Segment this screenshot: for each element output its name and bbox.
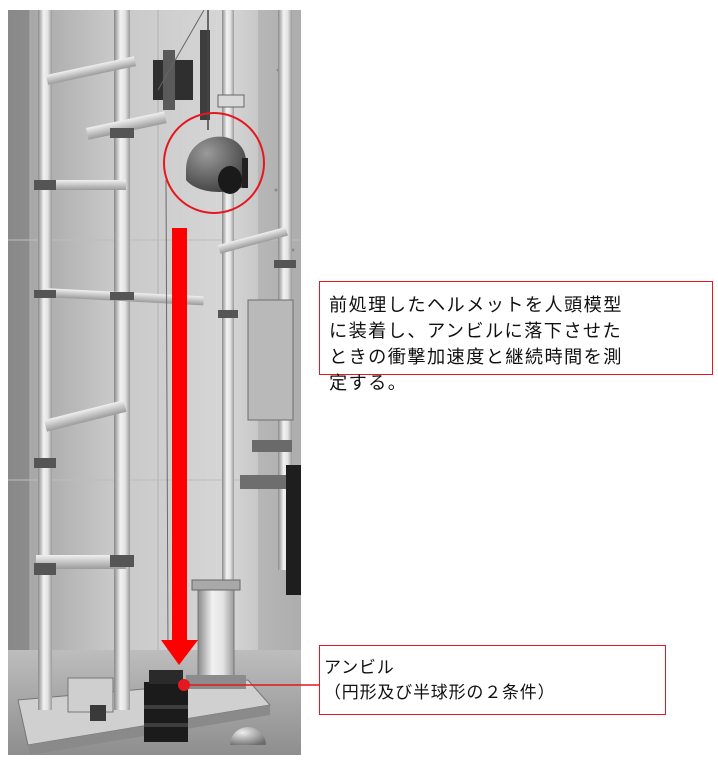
description-line-3: ときの衝撃加速度と継続時間を測 <box>329 347 623 368</box>
anvil-detail: （円形及び半球形の２条件） <box>324 683 556 703</box>
anvil-title: アンビル <box>324 658 395 678</box>
description-line-4: 定する。 <box>329 373 408 394</box>
description-line-2: に装着し、アンビルに落下させた <box>329 321 623 342</box>
test-apparatus-photo <box>8 10 301 755</box>
test-description-callout: 前処理したヘルメットを人頭模型 に装着し、アンビルに落下させた ときの衝撃加速度… <box>319 281 713 394</box>
anvil-label-callout: アンビル （円形及び半球形の２条件） <box>319 645 666 715</box>
description-line-1: 前処理したヘルメットを人頭模型 <box>329 295 623 316</box>
